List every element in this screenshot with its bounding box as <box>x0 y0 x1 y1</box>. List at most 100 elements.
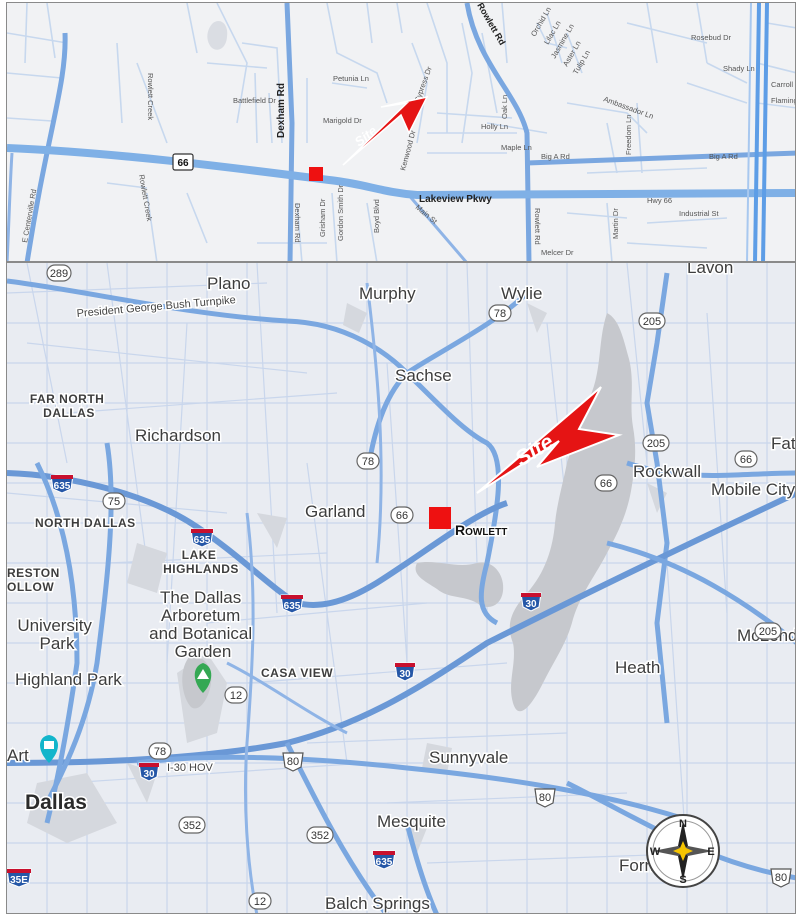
svg-text:635: 635 <box>284 601 301 612</box>
petunia-ln-label: Petunia Ln <box>333 74 369 83</box>
main-st-label: Main St <box>414 203 440 227</box>
i30-hov-label: I-30 HOV <box>167 762 214 774</box>
shield-78-garland: 78 <box>356 452 380 470</box>
shield-205-north: 205 <box>638 312 666 330</box>
svg-text:66: 66 <box>600 478 612 490</box>
martin-dr-label: Martin Dr <box>611 208 620 239</box>
hood-lake-highlands: LAKE HIGHLANDS <box>163 548 239 576</box>
interstate-30-east: 30 <box>520 592 542 612</box>
svg-text:80: 80 <box>539 792 551 804</box>
inset-pond <box>207 20 228 50</box>
interstate-shields: 635 635 635 635 30 30 30 35E <box>7 474 542 888</box>
shield-66-east: 66 <box>734 450 758 468</box>
hood-north-dallas: NORTH DALLAS <box>35 516 136 530</box>
shield-205-south: 205 <box>754 622 782 640</box>
city-dallas: Dallas <box>25 791 87 814</box>
inset-map-canvas: Dexham Rd Lakeview Pkwy Rowlett Rd Hwy 6… <box>7 3 796 261</box>
svg-text:12: 12 <box>254 896 266 908</box>
city-plano: Plano <box>207 274 250 293</box>
shield-12-north: 12 <box>224 686 248 704</box>
shield-12-south: 12 <box>248 892 272 910</box>
regional-map-panel: Plano Murphy Wylie Lavon Sachse Richards… <box>6 262 796 914</box>
shield-us80-west: 80 <box>282 752 304 772</box>
university-park-line-1: University <box>17 616 92 635</box>
city-murphy: Murphy <box>359 284 416 303</box>
rowlett-lower-label: Rowlett Rd <box>533 208 542 245</box>
dexham-lower-label: Dexham Rd <box>293 203 302 243</box>
svg-text:66: 66 <box>740 454 752 466</box>
shield-75: 75 <box>102 492 126 510</box>
flamingo-dr-label: Flamingo Dr <box>771 96 796 105</box>
hood-far-north-dallas: FAR NORTH DALLAS <box>30 392 108 420</box>
holly-ln-label: Holly Ln <box>481 122 508 131</box>
city-fate: Fate <box>771 434 796 453</box>
interstate-635-west: 635 <box>50 474 74 494</box>
city-university-park: University Park <box>17 616 96 653</box>
svg-text:352: 352 <box>311 830 329 842</box>
neighborhood-labels: FAR NORTH DALLAS NORTH DALLAS LAKE HIGHL… <box>7 391 334 682</box>
route-shields: 289 78 205 205 205 78 66 66 66 75 12 12 … <box>46 264 792 910</box>
svg-text:66: 66 <box>396 510 408 522</box>
city-balch-springs: Balch Springs <box>325 894 430 913</box>
shield-205-mid: 205 <box>642 434 670 452</box>
city-rockwall: Rockwall <box>633 462 701 481</box>
oak-ln-label: Oak Ln <box>500 95 509 119</box>
shady-ln-label: Shady Ln <box>723 64 755 73</box>
svg-text:635: 635 <box>54 481 71 492</box>
shield-352-west: 352 <box>178 816 206 834</box>
city-highland-park: Highland Park <box>15 670 122 689</box>
svg-text:78: 78 <box>154 746 166 758</box>
city-richardson: Richardson <box>135 426 221 445</box>
svg-text:75: 75 <box>108 496 120 508</box>
svg-text:30: 30 <box>399 669 411 680</box>
svg-text:80: 80 <box>775 872 787 884</box>
inset-map-panel: Dexham Rd Lakeview Pkwy Rowlett Rd Hwy 6… <box>6 2 796 262</box>
battlefield-dr-label: Battlefield Dr <box>233 96 276 105</box>
inset-minor-streets <box>7 3 795 261</box>
compass-n: N <box>679 818 687 830</box>
svg-text:80: 80 <box>287 756 299 768</box>
svg-text:635: 635 <box>376 857 393 868</box>
inset-site-label: Site <box>352 123 380 149</box>
inset-site-marker <box>309 167 323 181</box>
regional-map-canvas: Plano Murphy Wylie Lavon Sachse Richards… <box>7 263 796 913</box>
svg-text:205: 205 <box>759 626 777 638</box>
svg-text:35E: 35E <box>10 875 28 886</box>
svg-text:635: 635 <box>194 535 211 546</box>
freedom-ln-label: Freedom Ln <box>624 115 633 155</box>
site-city-label: Rowlett <box>455 522 507 538</box>
kenwood-dr-label: Kenwood Dr <box>398 129 418 172</box>
grisham-dr-label: Grisham Dr <box>318 198 327 237</box>
shield-78-north: 78 <box>488 304 512 322</box>
boyd-blvd-label: Boyd Blvd <box>372 199 381 233</box>
museum-icon <box>40 735 58 763</box>
city-wylie: Wylie <box>501 284 542 303</box>
compass-w: W <box>650 846 661 858</box>
interstate-30-west: 30 <box>138 762 160 782</box>
interstate-635-south: 635 <box>372 850 396 870</box>
university-park-line-2: Park <box>40 634 75 653</box>
rosebud-dr-label: Rosebud Dr <box>691 33 732 42</box>
rowlett-creek-lower-label: Rowlett Creek <box>137 174 154 222</box>
city-mobile-city: Mobile City <box>711 480 796 499</box>
svg-text:78: 78 <box>362 456 374 468</box>
city-sachse: Sachse <box>395 366 452 385</box>
shield-us80-mid: 80 <box>534 788 556 808</box>
city-sunnyvale: Sunnyvale <box>429 748 508 767</box>
big-a-road-east-label: Big A Rd <box>709 152 738 161</box>
gordon-smith-label: Gordon Smith Dr <box>336 184 345 241</box>
hwy66-street-label: Hwy 66 <box>647 196 672 205</box>
svg-text:12: 12 <box>230 690 242 702</box>
hood-preston-hollow: RESTON OLLOW <box>7 566 64 594</box>
industrial-st-label: Industrial St <box>679 209 720 218</box>
lake-ray-hubbard <box>509 313 636 712</box>
interstate-635-mid: 635 <box>190 528 214 548</box>
city-art: Art <box>7 746 29 765</box>
lakeview-parkway-label: Lakeview Pkwy <box>419 194 492 205</box>
shield-66-garland: 66 <box>390 506 414 524</box>
shield-352-east: 352 <box>306 826 334 844</box>
interstate-635-east: 635 <box>280 594 304 614</box>
svg-text:205: 205 <box>643 316 661 328</box>
hood-casa-view: CASA VIEW <box>261 666 333 680</box>
maple-ln-label: Maple Ln <box>501 143 532 152</box>
